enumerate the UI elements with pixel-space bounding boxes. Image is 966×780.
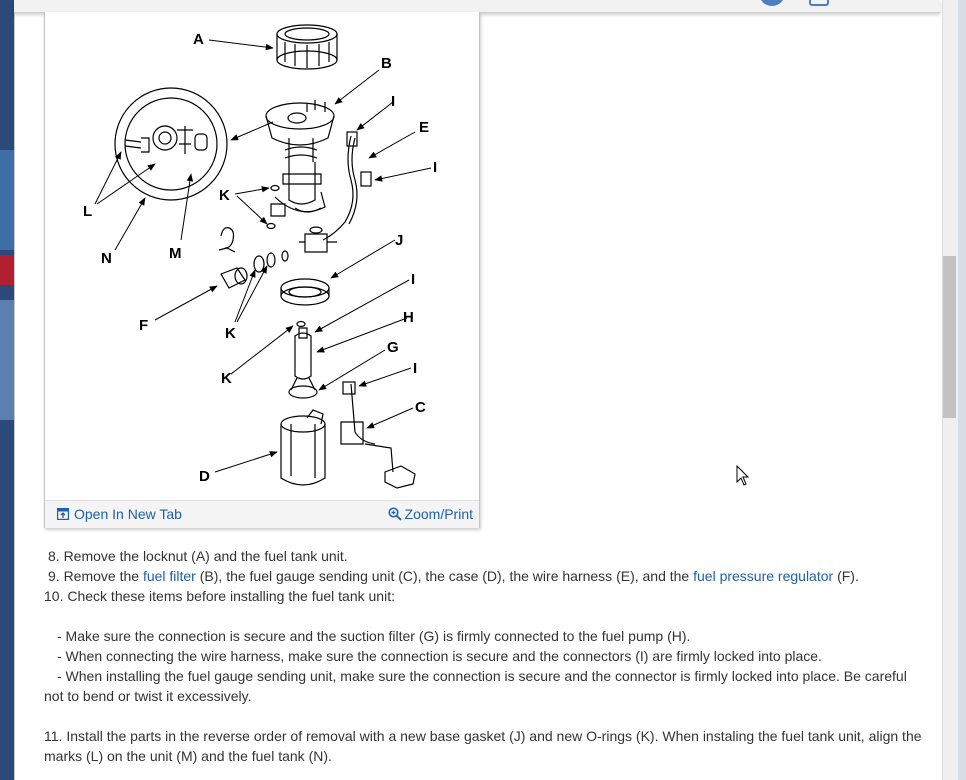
callout-l: L (83, 203, 92, 220)
open-in-new-tab-label: Open In New Tab (74, 506, 182, 522)
zoom-print-label: Zoom/Print (404, 506, 473, 522)
procedure-steps: 8. Remove the locknut (A) and the fuel t… (44, 546, 924, 766)
callout-i: I (411, 271, 415, 288)
callout-c: C (415, 399, 426, 416)
scrollbar-thumb[interactable] (943, 256, 956, 418)
desktop-background-left (0, 0, 14, 780)
zoom-print-link[interactable]: Zoom/Print (387, 506, 473, 522)
step-8: 8. Remove the locknut (A) and the fuel t… (48, 548, 348, 564)
callout-g: G (387, 339, 399, 356)
callout-i: I (391, 93, 395, 110)
step-9: 9. Remove the fuel filter (B), the fuel … (44, 566, 924, 586)
callout-a: A (193, 31, 204, 48)
window-edge (958, 0, 966, 780)
callout-k: K (225, 325, 236, 342)
mouse-cursor-icon (736, 465, 750, 486)
fuel-pressure-regulator-link[interactable]: fuel pressure regulator (693, 568, 834, 584)
desktop-band (0, 150, 14, 250)
desktop-band (0, 255, 14, 285)
callout-d: D (199, 468, 210, 485)
callout-k: K (219, 187, 230, 204)
desktop-band (0, 300, 14, 420)
callout-i: I (413, 360, 417, 377)
callout-b: B (381, 55, 392, 72)
profile-circle-icon[interactable] (759, 0, 785, 6)
callout-k: K (221, 370, 232, 387)
fuel-filter-link[interactable]: fuel filter (142, 568, 196, 584)
figure-card: A B I E I L K N M J I F K H G K I C D (44, 12, 480, 528)
step-9-text: (F). (833, 568, 859, 584)
open-in-new-tab-link[interactable]: Open In New Tab (57, 506, 182, 522)
new-tab-icon (57, 508, 69, 520)
step-10: 10. Check these items before installing … (44, 588, 395, 604)
check-item: - Make sure the connection is secure and… (57, 628, 691, 644)
step-9-text: (B), the fuel gauge sending unit (C), th… (195, 568, 694, 584)
figure-footer: Open In New Tab Zoom/Print (45, 500, 479, 528)
callout-n: N (101, 250, 112, 267)
callout-e: E (419, 119, 429, 136)
callout-i: I (433, 159, 437, 176)
callout-m: M (169, 245, 182, 262)
callout-h: H (403, 309, 414, 326)
fuel-pump-exploded-diagram: A B I E I L K N M J I F K H G K I C D (83, 24, 437, 489)
step-11: 11. Install the parts in the reverse ord… (44, 728, 922, 764)
callout-j: J (395, 232, 403, 249)
menu-icon[interactable] (809, 0, 829, 6)
zoom-icon (387, 507, 402, 521)
check-item: - When connecting the wire harness, make… (57, 648, 822, 664)
callout-f: F (139, 317, 148, 334)
check-item: - When installing the fuel gauge sending… (44, 668, 907, 704)
step-9-text: 9. Remove the (48, 568, 143, 584)
